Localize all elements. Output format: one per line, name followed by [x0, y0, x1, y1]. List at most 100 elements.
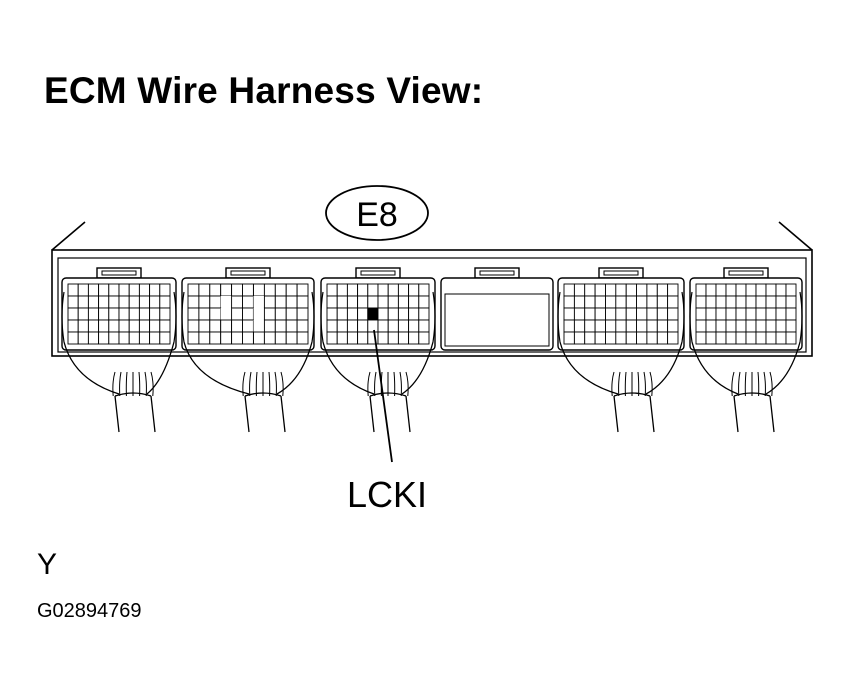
pin-cell	[336, 295, 348, 309]
pin-cell	[263, 319, 276, 333]
pin-cell	[98, 307, 110, 321]
connector-latch	[225, 267, 271, 279]
pin-cell	[118, 307, 130, 321]
pin-cell	[209, 319, 222, 333]
pin-cell	[735, 319, 747, 333]
pin-cell	[705, 283, 717, 297]
connector-latch-slot	[101, 270, 137, 276]
wire-strand	[125, 371, 128, 397]
pin-cell	[231, 295, 243, 309]
wire-strand	[399, 371, 402, 397]
pin-cell	[605, 307, 617, 321]
pin-cell	[67, 295, 79, 309]
pin-cell	[357, 319, 369, 333]
pin-cell	[408, 295, 420, 309]
pin-cell	[397, 295, 410, 309]
cable-sheath	[369, 395, 411, 433]
wire-funnel	[183, 341, 250, 395]
pin-cell	[646, 295, 658, 309]
pin-cell	[326, 295, 338, 309]
pin-cell	[346, 307, 359, 321]
pin-cell	[187, 295, 200, 309]
pin-cell	[326, 331, 338, 345]
pin-cell	[220, 308, 232, 320]
pin-cell	[725, 307, 737, 321]
connector-latch-slot	[479, 270, 515, 276]
pin-cell	[636, 295, 648, 309]
pin-name-label: LCKI	[347, 474, 428, 515]
connector-ear	[61, 291, 65, 343]
pin-cell	[584, 319, 596, 333]
pin-cell	[296, 295, 309, 309]
pin-cell	[615, 283, 627, 297]
pin-cell	[285, 319, 298, 333]
pin-cell	[715, 319, 727, 333]
pin-cell	[231, 283, 243, 297]
pin-cell	[765, 319, 777, 333]
pin-cell	[274, 283, 287, 297]
pin-cell	[636, 319, 648, 333]
pin-cell	[755, 331, 767, 345]
pin-cell	[408, 283, 420, 297]
pin-cell	[584, 331, 596, 345]
pin-cell	[636, 307, 648, 321]
pin-cell	[346, 295, 359, 309]
connector-block	[181, 267, 315, 433]
pin-cell	[725, 295, 737, 309]
pin-cell	[118, 295, 130, 309]
wire-strand	[268, 371, 271, 397]
pin-cell	[98, 331, 110, 345]
connector-ear	[432, 291, 436, 343]
pin-cell	[187, 331, 200, 345]
pin-cell	[357, 295, 369, 309]
connector-latch-slot	[603, 270, 639, 276]
connector-body	[440, 277, 554, 351]
pin-cell	[159, 295, 171, 309]
pin-cell	[584, 307, 596, 321]
pin-cell	[326, 283, 338, 297]
pin-cell	[573, 307, 586, 321]
pin-cell	[108, 331, 120, 345]
pin-cell	[159, 307, 171, 321]
cable-sheath-top	[613, 392, 651, 397]
diagram-title: ECM Wire Harness View:	[44, 70, 484, 111]
connector-ear	[799, 291, 803, 343]
wire-strand	[374, 371, 377, 397]
pin-cell	[296, 283, 309, 297]
wire-funnel	[146, 341, 175, 395]
connector-block	[689, 267, 803, 433]
pin-cell	[138, 295, 151, 309]
pin-cell	[87, 307, 100, 321]
pin-cell	[705, 331, 717, 345]
wire-funnel	[63, 341, 120, 395]
pin-cell	[377, 319, 389, 333]
pin-cell	[646, 331, 658, 345]
pin-cell	[198, 283, 211, 297]
wire-strand	[643, 371, 646, 397]
pin-cell	[87, 283, 100, 297]
wire-strand	[757, 371, 760, 397]
pin-cell	[296, 331, 309, 345]
pin-cell	[563, 331, 575, 345]
pin-leader-line	[373, 329, 393, 463]
connector-cavity	[444, 293, 550, 347]
wire-strand	[242, 371, 246, 397]
pin-cell	[387, 331, 399, 345]
wire-strand	[393, 371, 396, 397]
pin-cell	[615, 331, 627, 345]
pin-cell	[636, 283, 648, 297]
pin-cell	[765, 295, 777, 309]
pin-cell	[625, 319, 638, 333]
wire-strand	[367, 371, 371, 397]
connector-latch-slot	[360, 270, 396, 276]
pin-cell	[418, 307, 430, 321]
pin-cell	[138, 307, 151, 321]
pin-cell	[242, 319, 254, 333]
pin-cell	[367, 319, 379, 333]
connector-latch	[355, 267, 401, 279]
pin-cell	[625, 295, 638, 309]
pin-cell	[418, 331, 430, 345]
pin-cell	[755, 283, 767, 297]
wire-strand	[769, 371, 773, 397]
pin-cell	[735, 307, 747, 321]
